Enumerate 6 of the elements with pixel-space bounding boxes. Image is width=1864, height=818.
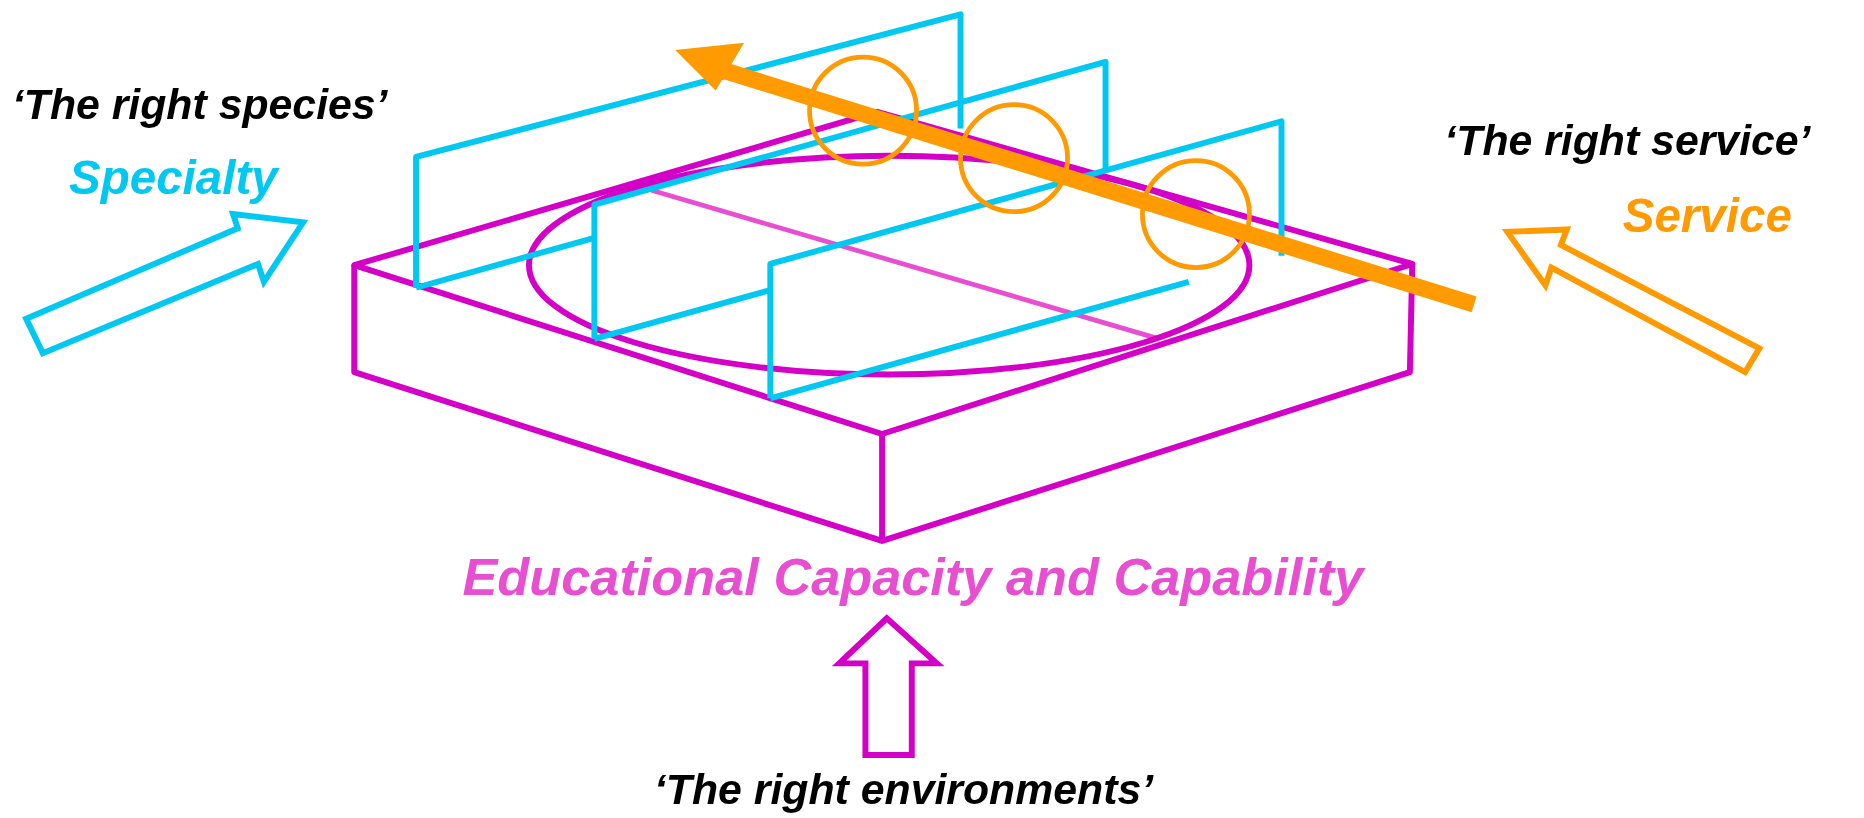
quote-text: ‘The right environments’ — [653, 765, 1154, 813]
quote-text: ‘The right service’ — [1444, 116, 1811, 164]
dimension-label: Service — [1622, 190, 1792, 243]
dimension-label: Educational Capacity and Capability — [462, 549, 1364, 607]
dimension-label: Specialty — [68, 152, 278, 205]
quote-text: ‘The right species’ — [11, 80, 388, 128]
